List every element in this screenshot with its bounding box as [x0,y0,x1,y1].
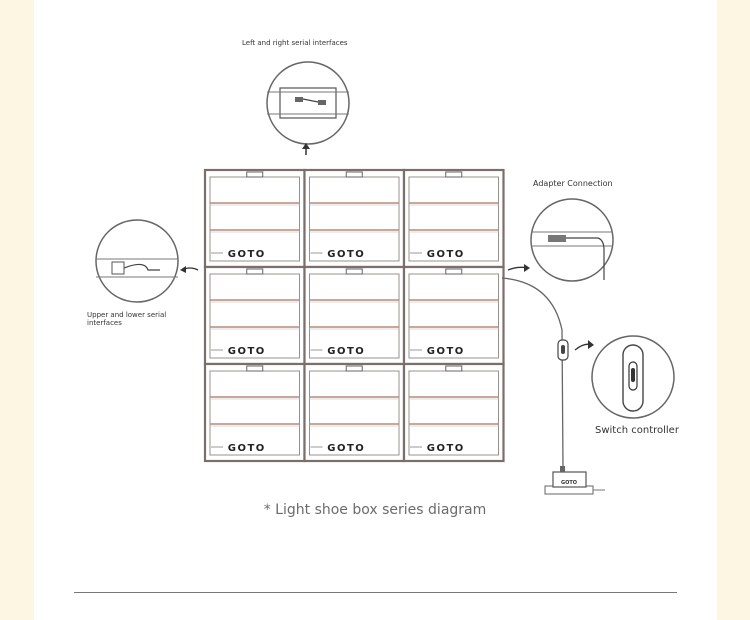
box-brand-label: GOTO [228,346,266,357]
box-frame [402,362,505,463]
box-latch [246,171,264,178]
divider-line [74,592,677,593]
box-frame [203,265,306,366]
switch-controller-label: Switch controller [595,425,679,436]
box-brand-label: GOTO [327,346,365,357]
box-brand-label: GOTO [427,443,465,454]
left-right-interface-callout [266,61,350,155]
shoe-box: GOTO [402,362,505,463]
box-frame [402,265,505,366]
switch-controller-callout [591,335,675,419]
adapter-connection-label: Adapter Connection [533,179,613,188]
upper-lower-interface-label-line2: interfaces [87,319,122,327]
box-latch [246,365,264,372]
shoe-box: GOTO [203,362,306,463]
upper-lower-interface-callout [95,219,199,303]
power-cable [501,277,594,469]
box-latch [445,365,463,372]
shoe-box: GOTO [402,265,505,366]
shoe-box: GOTO [303,265,406,366]
box-brand-label: GOTO [327,443,365,454]
shoe-box: GOTO [402,168,505,269]
box-brand-label: GOTO [427,249,465,260]
adapter-brand-text: GOTO [561,480,577,486]
box-frame [402,168,505,269]
box-latch [345,268,363,275]
box-brand-label: GOTO [327,249,365,260]
upper-lower-interface-label-line1: Upper and lower serial [87,311,167,319]
box-latch [345,171,363,178]
box-brand-label: GOTO [427,346,465,357]
box-frame [203,168,306,269]
box-brand-label: GOTO [228,443,266,454]
box-frame [303,265,406,366]
box-latch [445,268,463,275]
diagram-caption: * Light shoe box series diagram [263,502,487,518]
power-adapter: GOTO [544,466,605,495]
shoe-box: GOTO [303,168,406,269]
box-latch [445,171,463,178]
box-frame [303,168,406,269]
shoe-box: GOTO [203,265,306,366]
box-frame [303,362,406,463]
shoe-box: GOTO [203,168,306,269]
box-brand-label: GOTO [228,249,266,260]
box-latch [246,268,264,275]
left-right-interface-label: Left and right serial interfaces [242,39,348,47]
shoe-box: GOTO [303,362,406,463]
adapter-connection-callout [507,198,614,282]
box-frame [203,362,306,463]
box-latch [345,365,363,372]
shoe-box-grid: GOTO GOTO GOTO GOTO GOTO GOTO GOTO GOTO GOTO [203,168,505,463]
